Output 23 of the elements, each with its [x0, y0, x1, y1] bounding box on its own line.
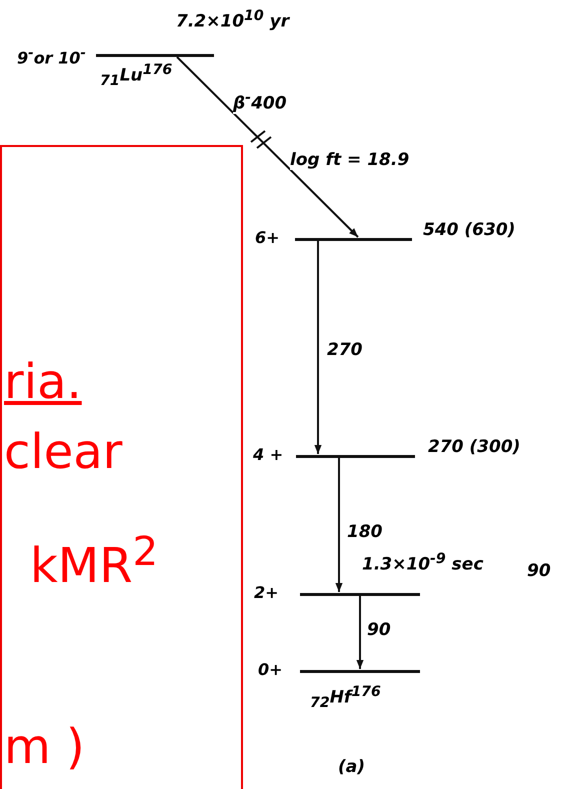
- spin-parity-label: 4 +: [253, 445, 284, 465]
- level-annotation: 1.3×10$^{-9}$ sec: [362, 550, 484, 575]
- log-ft-label: log ft = 18.9: [290, 150, 410, 170]
- text-frame: [0, 145, 243, 789]
- level-annotation: $_{71}$Lu$^{176}$: [100, 61, 172, 92]
- gamma-transition-arrow: [356, 596, 364, 669]
- beta-decay-arrow: [176, 56, 359, 238]
- spin-parity-label: 6+: [255, 228, 280, 248]
- slide-text: m ): [4, 718, 85, 777]
- level-annotation: $_{72}$Hf$^{176}$: [310, 683, 381, 714]
- level-annotation: 540 (630): [423, 220, 516, 240]
- spin-parity-label: 9$^{-}$or 10$^{-}$: [17, 45, 86, 68]
- level-annotation: 7.2×10$^{10}$ yr: [176, 7, 290, 32]
- spin-parity-label: 0+: [258, 660, 283, 680]
- spin-parity-label: 2+: [254, 583, 279, 603]
- slide-text: ria.: [4, 353, 82, 412]
- slide-text: clear: [4, 423, 122, 482]
- gamma-transition-arrow: [335, 458, 343, 592]
- slide-text: kMR$^{2}$: [30, 528, 158, 596]
- gamma-transition-arrow: [314, 241, 322, 454]
- level-annotation: 90: [527, 561, 551, 581]
- figure-label: (a): [338, 757, 366, 777]
- level-annotation: 270 (300): [428, 437, 520, 457]
